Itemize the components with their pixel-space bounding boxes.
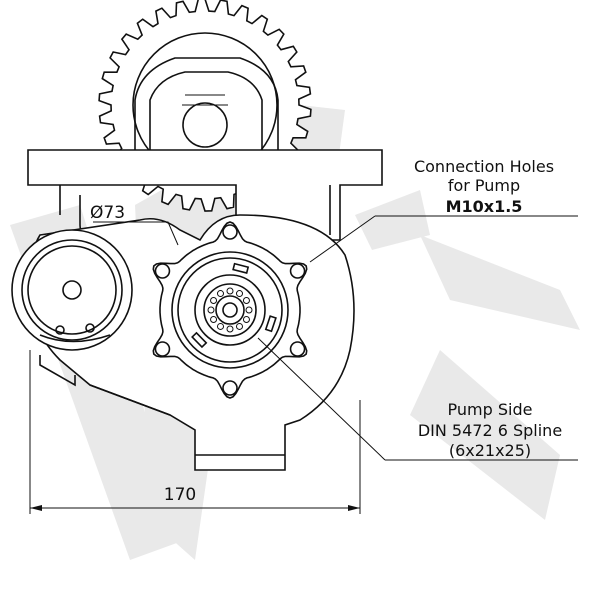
bolt-hole [289, 341, 306, 357]
bolt-hole [154, 341, 171, 357]
flange-slot [232, 262, 250, 274]
width-dimension-label: 170 [164, 485, 196, 505]
connection-callout-line2: for Pump [448, 176, 520, 195]
diameter-label: Ø73 [90, 203, 125, 223]
spline-tooth [242, 316, 250, 323]
bolt-hole [222, 224, 238, 240]
flange-slots [191, 262, 277, 349]
spline-tooth [217, 290, 224, 298]
spline-teeth [207, 287, 253, 333]
spline-tooth [245, 306, 253, 314]
side-cover [11, 229, 133, 351]
connection-callout-line1: Connection Holes [414, 157, 554, 176]
flange-slot [191, 331, 208, 349]
pump-side-callout-line2: DIN 5472 6 Spline [418, 421, 562, 440]
pump-mount-flange [152, 221, 308, 399]
spline-tooth [207, 306, 215, 314]
leader-lines [29, 215, 578, 514]
connection-callout-line3: M10x1.5 [446, 197, 523, 216]
spline-tooth [217, 322, 224, 330]
spline-tooth [236, 322, 243, 330]
spline-tooth [236, 290, 243, 298]
connection-holes [154, 224, 306, 396]
pump-side-callout-line3: (6x21x25) [449, 441, 531, 460]
flange-slot [264, 315, 277, 333]
bolt-hole [289, 263, 306, 279]
bolt-hole [154, 263, 171, 279]
spline-tooth [226, 325, 234, 333]
pump-side-callout-line1: Pump Side [448, 400, 533, 419]
spline-tooth [242, 297, 250, 304]
spline-tooth [210, 316, 218, 323]
bolt-hole [222, 380, 238, 396]
spline-tooth [226, 287, 234, 295]
spline-tooth [210, 297, 218, 304]
